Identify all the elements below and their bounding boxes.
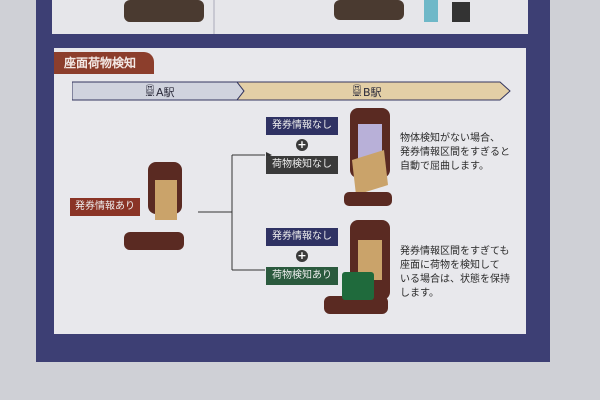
case1-ticket-badge: 発券情報なし	[266, 117, 338, 135]
case1-luggage-badge: 荷物検知なし	[266, 156, 338, 174]
case2-ticket-badge: 発券情報なし	[266, 228, 338, 246]
station-b-segment	[235, 81, 511, 101]
train-icon: 🚆︎	[143, 84, 157, 97]
case2-luggage-badge: 荷物検知あり	[266, 267, 338, 285]
plus-icon: +	[296, 249, 308, 262]
upper-seat-images	[124, 0, 470, 34]
seat-start	[124, 162, 184, 250]
plus-icon: +	[296, 138, 308, 151]
train-icon: 🚆︎	[350, 84, 364, 97]
case2-description: 発券情報区間をすぎても 座面に荷物を検知して いる場合は、状態を保持 します。	[400, 246, 510, 299]
upper-panel	[52, 0, 528, 34]
bag-icon	[342, 272, 374, 300]
branch-arrows	[198, 154, 265, 271]
start-ticket-badge: 発券情報あり	[70, 198, 140, 216]
station-timeline	[72, 81, 511, 101]
seat-folded	[344, 108, 392, 206]
case1-description: 物体検知がない場合、 発券情報区間をすぎると 自動で屈曲します。	[400, 133, 510, 172]
station-b-label: B駅	[363, 86, 382, 99]
section-title: 座面荷物検知	[54, 52, 154, 74]
seat-with-bag	[324, 220, 390, 314]
station-a-label: A駅	[156, 86, 175, 99]
